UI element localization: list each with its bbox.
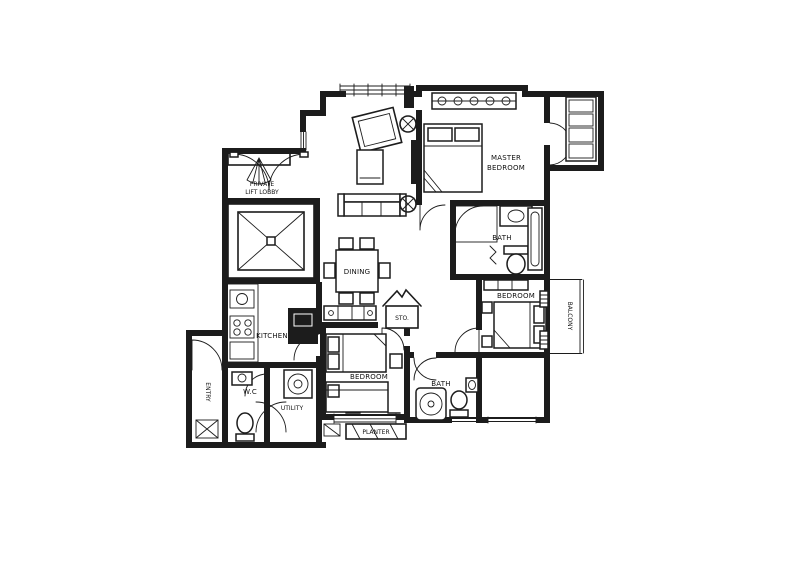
label-bedroom-right: BEDROOM	[497, 292, 535, 300]
flue-column	[404, 86, 414, 108]
storage-house-icon	[382, 288, 422, 329]
bedroom-right	[481, 279, 547, 349]
windows	[300, 83, 584, 424]
walk-in-closet	[565, 96, 597, 162]
vanity-sink	[499, 205, 533, 227]
living-room	[337, 86, 417, 217]
label-wc: W.C	[243, 388, 257, 396]
side-table-icon	[399, 115, 417, 213]
utility-room	[283, 369, 313, 399]
cabinet	[229, 341, 255, 360]
entry-corridor	[195, 419, 219, 439]
bedroom-bottom	[325, 333, 403, 414]
label-lift-lobby-2: LIFT LOBBY	[245, 189, 279, 196]
shower-icon	[489, 245, 497, 265]
toilet-icon	[503, 245, 529, 275]
sofa	[337, 193, 407, 217]
stove-icon	[229, 315, 255, 339]
nightstand	[481, 301, 493, 314]
label-bath-bottom: BATH	[431, 380, 450, 388]
sideboard	[323, 305, 377, 321]
label-master-1: MASTER	[491, 154, 521, 162]
rug	[351, 106, 403, 154]
label-master-2: BEDROOM	[487, 164, 525, 172]
master-bathroom	[454, 205, 543, 275]
bed-bottom-1	[325, 333, 387, 373]
tv-cabinet	[411, 140, 417, 184]
coffee-table	[356, 149, 384, 185]
kitchen	[225, 283, 318, 363]
bed-bottom-2	[325, 381, 389, 413]
label-storage: STO.	[395, 315, 409, 322]
round-tub-icon	[415, 387, 447, 421]
nightstand	[389, 353, 403, 369]
basin-icon	[465, 377, 479, 393]
dining-table	[335, 249, 379, 293]
nightstand	[481, 335, 493, 348]
label-dining: DINING	[344, 268, 371, 276]
wc-room	[231, 371, 255, 442]
dining-area	[323, 237, 422, 329]
ac-ledge	[539, 290, 549, 350]
wardrobe-top	[431, 92, 517, 110]
bath-bottom	[415, 377, 479, 421]
wc-toilet-icon	[235, 412, 255, 442]
room-labels: PRIVATE LIFT LOBBY MASTER BEDROOM BATH B…	[204, 154, 573, 436]
label-bedroom-bottom: BEDROOM	[350, 373, 388, 381]
elevator-shaft	[227, 203, 315, 279]
lift-lobby	[227, 151, 291, 185]
dresser	[483, 279, 529, 291]
walls	[186, 85, 604, 448]
label-planter: PLANTER	[362, 429, 389, 436]
label-utility: UTILITY	[281, 405, 304, 412]
shower-stall	[454, 205, 498, 243]
label-balcony: BALCONY	[566, 302, 573, 331]
master-bedroom	[423, 92, 517, 193]
label-kitchen: KITCHEN	[256, 332, 288, 340]
bathtub	[527, 207, 543, 271]
washing-machine-icon	[283, 369, 313, 399]
bed-right	[493, 301, 547, 349]
planter-box	[323, 423, 407, 440]
sink-icon	[229, 289, 255, 309]
toilet-icon	[449, 390, 469, 418]
label-lift-lobby-1: PRIVATE	[250, 181, 275, 188]
master-bed	[423, 123, 483, 193]
counter	[225, 283, 259, 363]
shoe-cabinet	[195, 419, 219, 439]
label-entry: ENTRY	[204, 382, 211, 402]
wc-sink-icon	[231, 371, 253, 386]
label-master-bath: BATH	[492, 234, 511, 242]
counter-block	[288, 308, 318, 344]
louver-icon	[539, 290, 549, 350]
